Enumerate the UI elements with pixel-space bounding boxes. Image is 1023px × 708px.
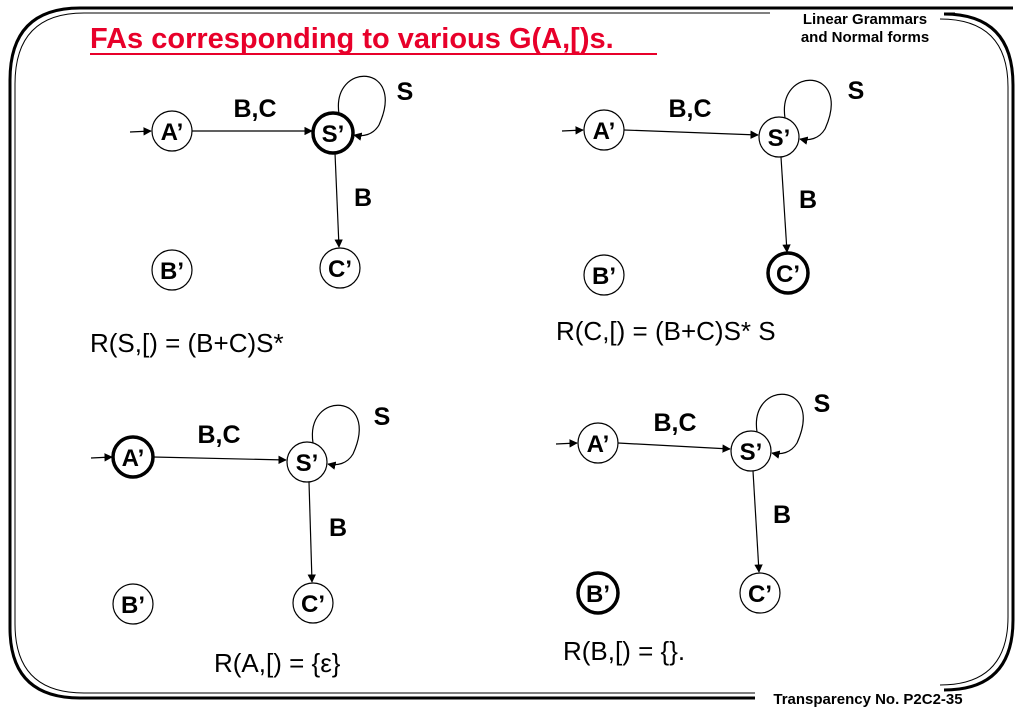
state-s [286, 441, 328, 483]
start-arrow [555, 439, 578, 448]
state-c [766, 251, 810, 295]
edge-s-to-c [780, 156, 791, 253]
automaton-diagram-4: A’ S’ B’ C’ B,C S B R(B,[) = {}. [555, 390, 831, 666]
start-arrow [90, 453, 113, 462]
edge-label-self-loop: S [397, 78, 414, 106]
page-title: FAs corresponding to various G(A,[)s. [90, 23, 614, 55]
edge-label-a-to-s: B,C [197, 421, 240, 449]
state-c-label: C’ [776, 261, 800, 288]
self-loop-s [783, 79, 832, 145]
state-b [151, 249, 193, 291]
corner-title-line-2: and Normal forms [801, 29, 929, 46]
state-s [730, 430, 772, 472]
state-c-label: C’ [748, 581, 772, 608]
edge-label-s-to-c: B [773, 501, 791, 529]
start-arrow [129, 127, 152, 136]
state-s-label: S’ [768, 125, 791, 152]
edge-label-s-to-c: B [799, 186, 817, 214]
edge-label-s-to-c: B [354, 184, 372, 212]
edge-label-self-loop: S [814, 390, 831, 418]
state-s-label: S’ [740, 439, 763, 466]
start-arrow [561, 126, 584, 135]
state-a-label: A’ [593, 118, 616, 145]
state-b [112, 583, 154, 625]
edge-a-to-s [152, 455, 287, 465]
state-c [739, 572, 781, 614]
state-a-label: A’ [161, 119, 184, 146]
state-b-label: B’ [586, 581, 610, 608]
regular-expression: R(S,[) = (B+C)S* [90, 328, 284, 358]
edge-label-a-to-s: B,C [668, 95, 711, 123]
edge-a-to-s [617, 442, 731, 453]
state-s-label: S’ [296, 450, 319, 477]
state-a [111, 435, 155, 479]
automaton-diagram-3: A’ S’ B’ C’ B,C S B R(A,[) = {ε} [90, 403, 391, 678]
state-a [577, 422, 619, 464]
regular-expression: R(B,[) = {}. [563, 636, 685, 666]
state-b [576, 571, 620, 615]
regular-expression: R(A,[) = {ε} [214, 648, 341, 678]
state-a-label: A’ [122, 445, 145, 472]
edge-label-a-to-s: B,C [653, 409, 696, 437]
state-b-label: B’ [592, 263, 616, 290]
state-c [292, 582, 334, 624]
state-s [311, 111, 355, 155]
state-c-label: C’ [328, 256, 352, 283]
edge-s-to-c [334, 152, 343, 248]
edge-s-to-c [307, 481, 316, 583]
automaton-diagram-2: A’ S’ B’ C’ B,C S B R(C,[) = (B+C)S* S [556, 77, 864, 346]
state-c [319, 247, 361, 289]
edge-label-self-loop: S [848, 77, 865, 105]
regular-expression: R(C,[) = (B+C)S* S [556, 316, 776, 346]
edge-label-s-to-c: B [329, 514, 347, 542]
edge-s-to-c [752, 470, 763, 573]
edge-a-to-s [623, 129, 759, 139]
state-a [583, 109, 625, 151]
state-a-label: A’ [587, 431, 610, 458]
state-c-label: C’ [301, 591, 325, 618]
state-b [583, 254, 625, 296]
self-loop-s [755, 393, 804, 459]
automaton-diagram-1: A’ S’ B’ C’ B,C S B R(S,[) = (B+C)S* [90, 75, 414, 358]
state-s [758, 116, 800, 158]
edge-label-a-to-s: B,C [233, 95, 276, 123]
state-s-label: S’ [322, 121, 345, 148]
edge-label-self-loop: S [374, 403, 391, 431]
state-b-label: B’ [160, 258, 184, 285]
state-b-label: B’ [121, 592, 145, 619]
self-loop-s [311, 404, 360, 470]
self-loop-s [337, 75, 386, 141]
slide-frame [8, 6, 1015, 700]
corner-title-line-1: Linear Grammars [803, 11, 927, 28]
state-a [151, 110, 193, 152]
transparency-number: Transparency No. P2C2-35 [773, 691, 962, 708]
